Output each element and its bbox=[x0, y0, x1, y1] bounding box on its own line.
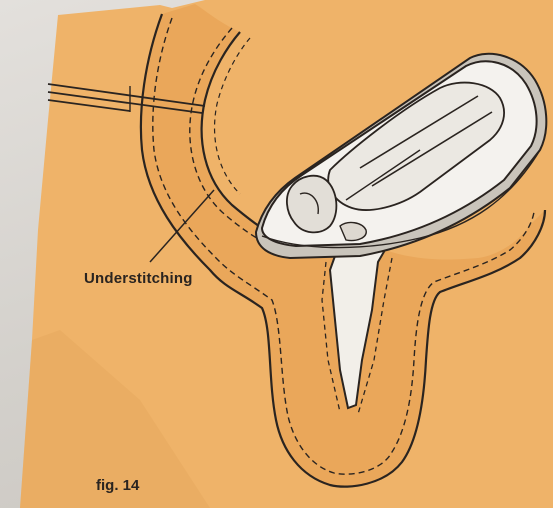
iron-dial bbox=[287, 176, 336, 233]
figure-caption: fig. 14 bbox=[96, 477, 139, 494]
understitching-label: Understitching bbox=[84, 270, 193, 287]
